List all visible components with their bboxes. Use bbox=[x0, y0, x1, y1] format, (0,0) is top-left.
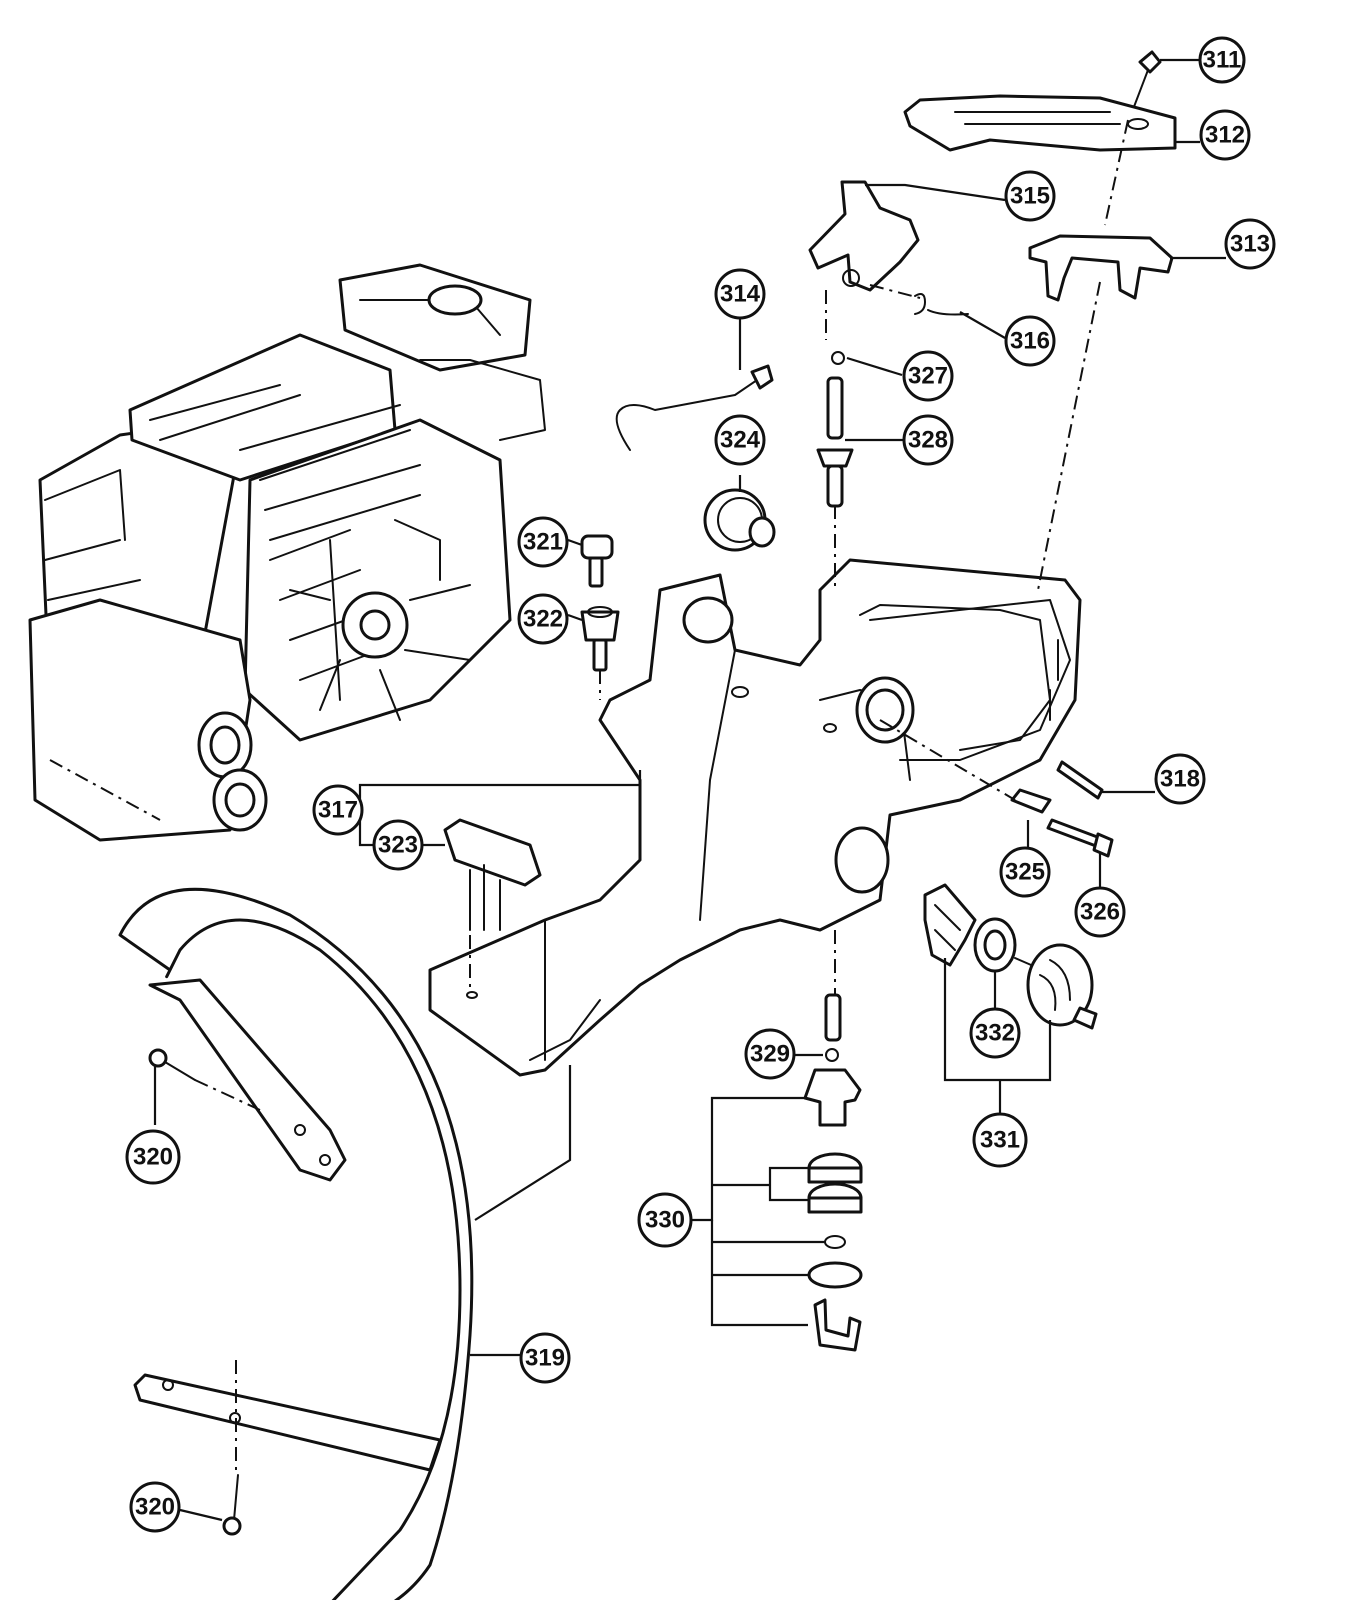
rear-handle-body-317 bbox=[428, 558, 1082, 1077]
pin-318 bbox=[1056, 760, 1104, 800]
throttle-trigger-313 bbox=[1028, 234, 1174, 302]
callout-318: 318 bbox=[1154, 753, 1206, 805]
callout-315: 315 bbox=[1004, 170, 1056, 222]
callout-label: 327 bbox=[908, 363, 948, 390]
callout-label: 320 bbox=[135, 1494, 175, 1521]
callout-label: 316 bbox=[1010, 328, 1050, 355]
pin-lower bbox=[824, 993, 842, 1042]
callout-label: 321 bbox=[523, 529, 563, 556]
callout-322: 322 bbox=[517, 593, 569, 645]
gasket-332 bbox=[973, 917, 1017, 973]
callout-label: 328 bbox=[908, 427, 948, 454]
callout-323: 323 bbox=[372, 819, 424, 871]
callout-327: 327 bbox=[902, 350, 954, 402]
screw-326 bbox=[1046, 818, 1114, 858]
pin-328 bbox=[816, 376, 854, 508]
callout-325: 325 bbox=[999, 846, 1051, 898]
callout-326: 326 bbox=[1074, 886, 1126, 938]
handle-grip-323 bbox=[443, 818, 542, 931]
spring-316 bbox=[914, 293, 969, 316]
fitting-322 bbox=[580, 606, 620, 672]
callout-label: 312 bbox=[1205, 122, 1245, 149]
filler-cap-331 bbox=[1014, 943, 1098, 1030]
callout-319: 319 bbox=[519, 1332, 571, 1384]
cap-retainer-331 bbox=[923, 883, 977, 967]
callout-label: 317 bbox=[318, 797, 358, 824]
callout-321: 321 bbox=[517, 516, 569, 568]
throttle-lockout-315 bbox=[808, 180, 920, 292]
callout-320-lower: 320 bbox=[129, 1481, 181, 1533]
callout-label: 315 bbox=[1010, 183, 1050, 210]
screw-320-upper bbox=[148, 1048, 196, 1081]
callout-324: 324 bbox=[714, 414, 766, 466]
circlip-327 bbox=[831, 351, 845, 365]
circlip-329 bbox=[825, 1048, 839, 1062]
throttle-rod-314 bbox=[615, 364, 774, 451]
plug-321 bbox=[580, 534, 614, 588]
screw-311 bbox=[1131, 50, 1162, 113]
callout-329: 329 bbox=[744, 1028, 796, 1080]
callout-332: 332 bbox=[969, 1007, 1021, 1059]
callout-312: 312 bbox=[1199, 109, 1251, 161]
callout-label: 319 bbox=[525, 1345, 565, 1372]
callout-330: 330 bbox=[637, 1192, 693, 1248]
callout-label: 313 bbox=[1230, 231, 1270, 258]
callout-316: 316 bbox=[1004, 315, 1056, 367]
callout-317: 317 bbox=[312, 784, 364, 836]
callout-331: 331 bbox=[972, 1112, 1028, 1168]
screw-320-lower bbox=[222, 1474, 242, 1536]
rubber-buffer-324 bbox=[703, 488, 776, 552]
callout-311: 311 bbox=[1198, 36, 1246, 84]
callout-label: 318 bbox=[1160, 766, 1200, 793]
callout-label: 324 bbox=[720, 427, 761, 454]
callout-label: 325 bbox=[1005, 859, 1045, 886]
callout-label: 314 bbox=[720, 281, 761, 308]
callout-label: 311 bbox=[1203, 47, 1242, 74]
engine-assembly bbox=[28, 263, 546, 842]
callout-314: 314 bbox=[714, 268, 766, 320]
callout-label: 329 bbox=[750, 1041, 790, 1068]
callout-label: 331 bbox=[980, 1127, 1020, 1154]
assembly-centerlines bbox=[194, 119, 1129, 1470]
sleeve-325 bbox=[1010, 788, 1052, 814]
callout-label: 320 bbox=[133, 1144, 173, 1171]
callout-label: 326 bbox=[1080, 899, 1120, 926]
callout-label: 332 bbox=[975, 1020, 1015, 1047]
callout-328: 328 bbox=[902, 414, 954, 466]
callout-320-upper: 320 bbox=[125, 1129, 181, 1185]
front-handle-319 bbox=[118, 887, 474, 1600]
callout-label: 330 bbox=[645, 1207, 685, 1234]
callout-313: 313 bbox=[1224, 218, 1276, 270]
av-mount-stack-330 bbox=[803, 1068, 863, 1352]
callout-label: 322 bbox=[523, 606, 563, 633]
callout-label: 323 bbox=[378, 832, 418, 859]
